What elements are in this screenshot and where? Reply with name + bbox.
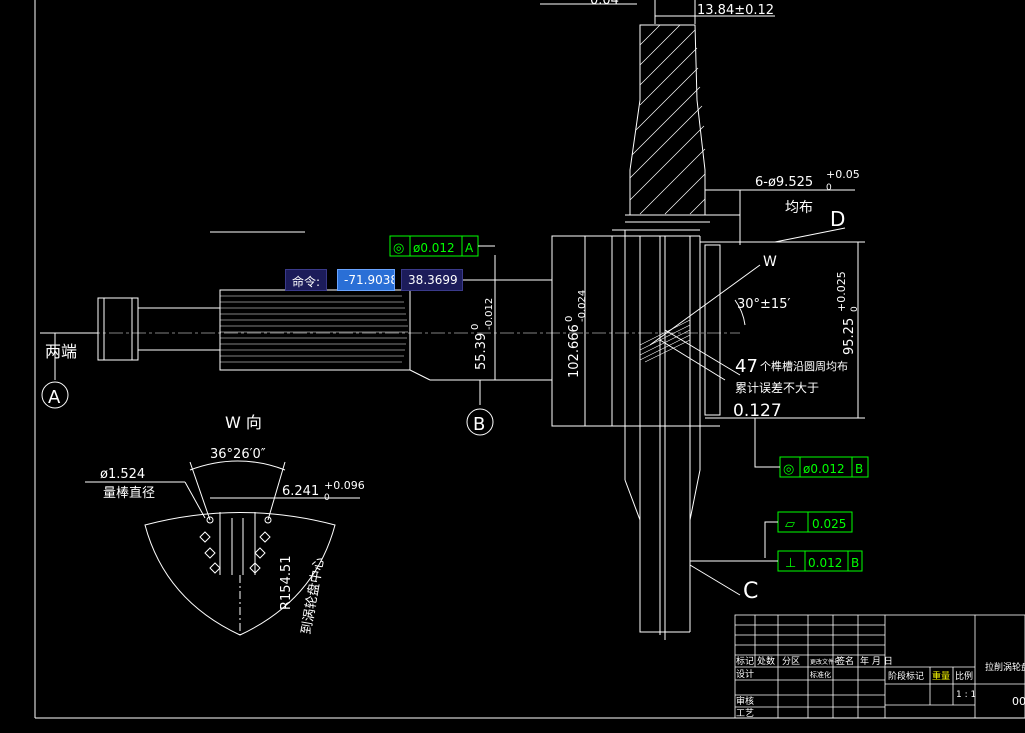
coax-a-datum: A bbox=[465, 241, 474, 255]
coax-a-value: ø0.012 bbox=[413, 241, 455, 255]
datum-a-label: A bbox=[48, 387, 61, 408]
radius-label: R154.51 bbox=[279, 555, 294, 610]
coax-b-datum: B bbox=[855, 462, 863, 476]
view-w-label: W bbox=[763, 254, 777, 270]
datum-c-leader bbox=[689, 564, 741, 596]
perp-datum: B bbox=[851, 556, 859, 570]
dim-95-tol-low: 0 bbox=[850, 306, 860, 312]
flatness-value: 0.025 bbox=[812, 517, 846, 531]
tb-weight: 重量 bbox=[932, 670, 950, 682]
perp-value: 0.012 bbox=[808, 556, 842, 570]
holes-tol-up: +0.05 bbox=[826, 168, 860, 181]
y-coordinate-input[interactable]: 38.3699 bbox=[401, 269, 464, 291]
hub bbox=[551, 229, 721, 640]
tb-date: 年 月 日 bbox=[860, 655, 893, 667]
tb-design: 设计 bbox=[736, 668, 754, 680]
radius-note: 到涡轮盘中心 bbox=[298, 556, 327, 636]
dynamic-input-box[interactable]: 命令: -71.9038 38.3699 bbox=[285, 269, 464, 291]
gap-label: 6.241 bbox=[282, 484, 319, 499]
uniform-label: 均布 bbox=[785, 200, 813, 216]
datum-a-marker bbox=[40, 332, 98, 409]
dim-55-value: 55.39 bbox=[474, 333, 489, 370]
tb-scale-val: 1 : 1 bbox=[956, 690, 976, 700]
tb-title: 拉削涡轮盘 bbox=[985, 661, 1025, 673]
cum-error-label: 累计误差不大于 bbox=[735, 381, 819, 395]
w-view-detail bbox=[85, 460, 360, 636]
title-block-text: 标记 处数 分区 更改文件号 签名 年 月 日 设计 标准化 阶段标记 重量 比… bbox=[736, 655, 1025, 719]
drawing-frame bbox=[34, 0, 1025, 719]
datum-d-label: D bbox=[830, 207, 845, 231]
tb-standard: 标准化 bbox=[810, 670, 831, 679]
datum-b-label: B bbox=[473, 414, 485, 435]
tb-process: 工艺 bbox=[736, 708, 754, 719]
coax-b-value: ø0.012 bbox=[803, 462, 845, 476]
w-angle-label: 36°26′0″ bbox=[210, 447, 266, 462]
dim-55-tol-up: 0 bbox=[470, 324, 481, 330]
blade-hatching bbox=[629, 24, 706, 215]
gap-tol-low: 0 bbox=[324, 493, 330, 503]
dim-102-tol-low: -0.024 bbox=[577, 290, 588, 322]
tol-frame-perp bbox=[690, 550, 863, 572]
holes-dim: 6-ø9.525 bbox=[755, 175, 813, 190]
tb-mark: 标记 bbox=[736, 655, 754, 667]
dim-102-tol-up: 0 bbox=[564, 316, 575, 322]
tb-scale: 比例 bbox=[955, 670, 973, 682]
cum-error-value: 0.127 bbox=[733, 401, 782, 421]
dim-55-tol-low: -0.012 bbox=[484, 298, 495, 330]
tb-zone: 分区 bbox=[782, 656, 800, 667]
top-dimension bbox=[540, 0, 775, 24]
tb-review: 审核 bbox=[736, 695, 754, 707]
tol-frame-flatness bbox=[764, 511, 853, 558]
dim-55-lines bbox=[462, 255, 500, 436]
pin-dia-label: ø1.524 bbox=[100, 467, 145, 482]
coax-b-symbol: ◎ bbox=[783, 462, 794, 477]
dim-top-small: 0.04 bbox=[590, 0, 619, 8]
title-block bbox=[734, 614, 1025, 719]
dim-top-width: 13.84±0.12 bbox=[697, 3, 774, 18]
w-view-lines bbox=[649, 264, 761, 381]
gap-tol-up: +0.096 bbox=[324, 479, 365, 492]
teeth-note: 个榫槽沿圆周均布 bbox=[760, 359, 848, 373]
tb-stage: 阶段标记 bbox=[888, 670, 924, 682]
pin-name-label: 量棒直径 bbox=[103, 486, 155, 501]
tol-frame-coax-b bbox=[754, 418, 869, 478]
tb-sign: 签名 bbox=[836, 655, 854, 667]
coax-a-symbol: ◎ bbox=[393, 241, 404, 256]
both-ends-label: 两端 bbox=[45, 342, 77, 361]
teeth-count: 47 bbox=[735, 356, 758, 377]
angle-label: 30°±15′ bbox=[737, 297, 790, 312]
tb-change-doc: 更改文件号 bbox=[810, 658, 840, 666]
x-coordinate-input[interactable]: -71.9038 bbox=[337, 269, 396, 291]
tb-code: 00 bbox=[1012, 695, 1025, 708]
datum-c-label: C bbox=[743, 579, 758, 604]
tb-count: 处数 bbox=[757, 655, 775, 667]
w-view-title: W 向 bbox=[225, 413, 262, 432]
pin-markers bbox=[199, 516, 272, 574]
dim-95-value: 95.25 bbox=[842, 318, 857, 355]
command-label: 命令: bbox=[285, 269, 328, 291]
perp-symbol: ⊥ bbox=[785, 556, 796, 571]
holes-dim-lines bbox=[700, 189, 865, 419]
flatness-symbol: ▱ bbox=[785, 517, 795, 532]
dim-95-tol-up: +0.025 bbox=[835, 271, 848, 312]
tol-frame-coax-a bbox=[389, 235, 495, 257]
spline-teeth bbox=[220, 295, 408, 363]
holes-tol-low: 0 bbox=[826, 183, 832, 193]
dim-102-value: 102.666 bbox=[567, 324, 582, 378]
